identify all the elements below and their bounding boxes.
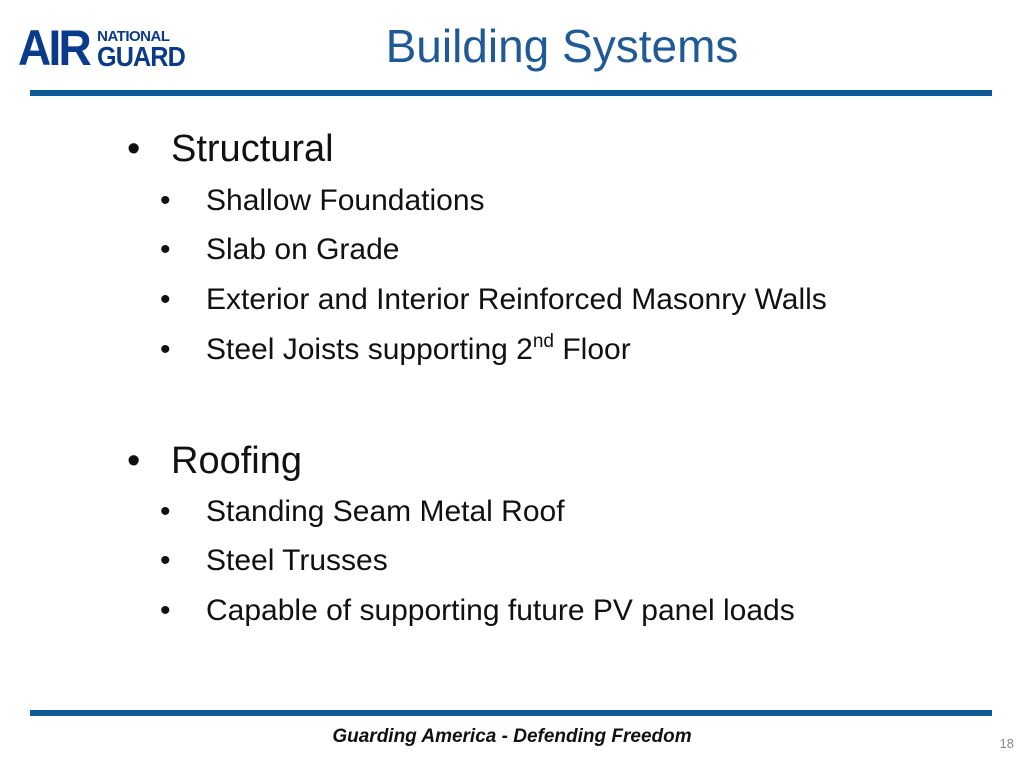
section-heading-text: Roofing — [171, 440, 302, 482]
bullet: • — [127, 440, 141, 482]
footer-tagline: Guarding America - Defending Freedom — [332, 726, 692, 747]
top-divider — [30, 90, 992, 96]
list-item-text: Steel Trusses — [206, 544, 388, 577]
slide-content: •Structural •Shallow Foundations •Slab o… — [127, 127, 827, 629]
section-heading-text: Structural — [171, 128, 334, 170]
bullet: • — [160, 594, 171, 627]
list-item-text: Steel Joists supporting 2 — [206, 333, 533, 366]
logo-right-stack: NATIONAL GUARD — [97, 28, 195, 72]
list-item-text: Slab on Grade — [206, 233, 400, 266]
logo-national-text: NATIONAL — [97, 28, 170, 45]
list-item: • Shallow Foundations — [160, 183, 485, 219]
bullet: • — [160, 233, 171, 266]
bullet: • — [127, 128, 141, 170]
list-item-text: Standing Seam Metal Roof — [206, 495, 565, 528]
ordinal-suffix: nd — [532, 331, 554, 352]
bullet: • — [160, 333, 171, 366]
list-item-text: Exterior and Interior Reinforced Masonry… — [206, 283, 827, 316]
page-number: 18 — [999, 736, 1014, 751]
bottom-divider — [30, 710, 992, 716]
list-item: • Exterior and Interior Reinforced Masonr… — [160, 282, 827, 318]
section-heading-roofing: • Roofing — [127, 439, 302, 483]
list-item: • Standing Seam Metal Roof — [160, 494, 565, 530]
slide-title: Building Systems — [385, 20, 739, 72]
logo-air-text: AIR — [18, 20, 92, 76]
list-item-text: Shallow Foundations — [206, 184, 485, 217]
logo-guard-text: GUARD — [97, 41, 186, 72]
list-item: • Steel Joists supporting 2nd Floor — [160, 332, 631, 368]
bullet: • — [160, 495, 171, 528]
list-item-text-end: Floor — [554, 333, 631, 366]
bullet: • — [160, 184, 171, 217]
bullet: • — [160, 283, 171, 316]
list-item-text: Capable of supporting future PV panel lo… — [206, 594, 795, 627]
section-heading-structural: • Structural — [127, 127, 334, 171]
list-item: • Slab on Grade — [160, 232, 399, 268]
bullet: • — [160, 544, 171, 577]
air-national-guard-logo: AIR NATIONAL GUARD — [18, 20, 195, 76]
list-item: • Steel Trusses — [160, 543, 388, 579]
list-item: • Capable of supporting future PV panel l… — [160, 593, 795, 629]
